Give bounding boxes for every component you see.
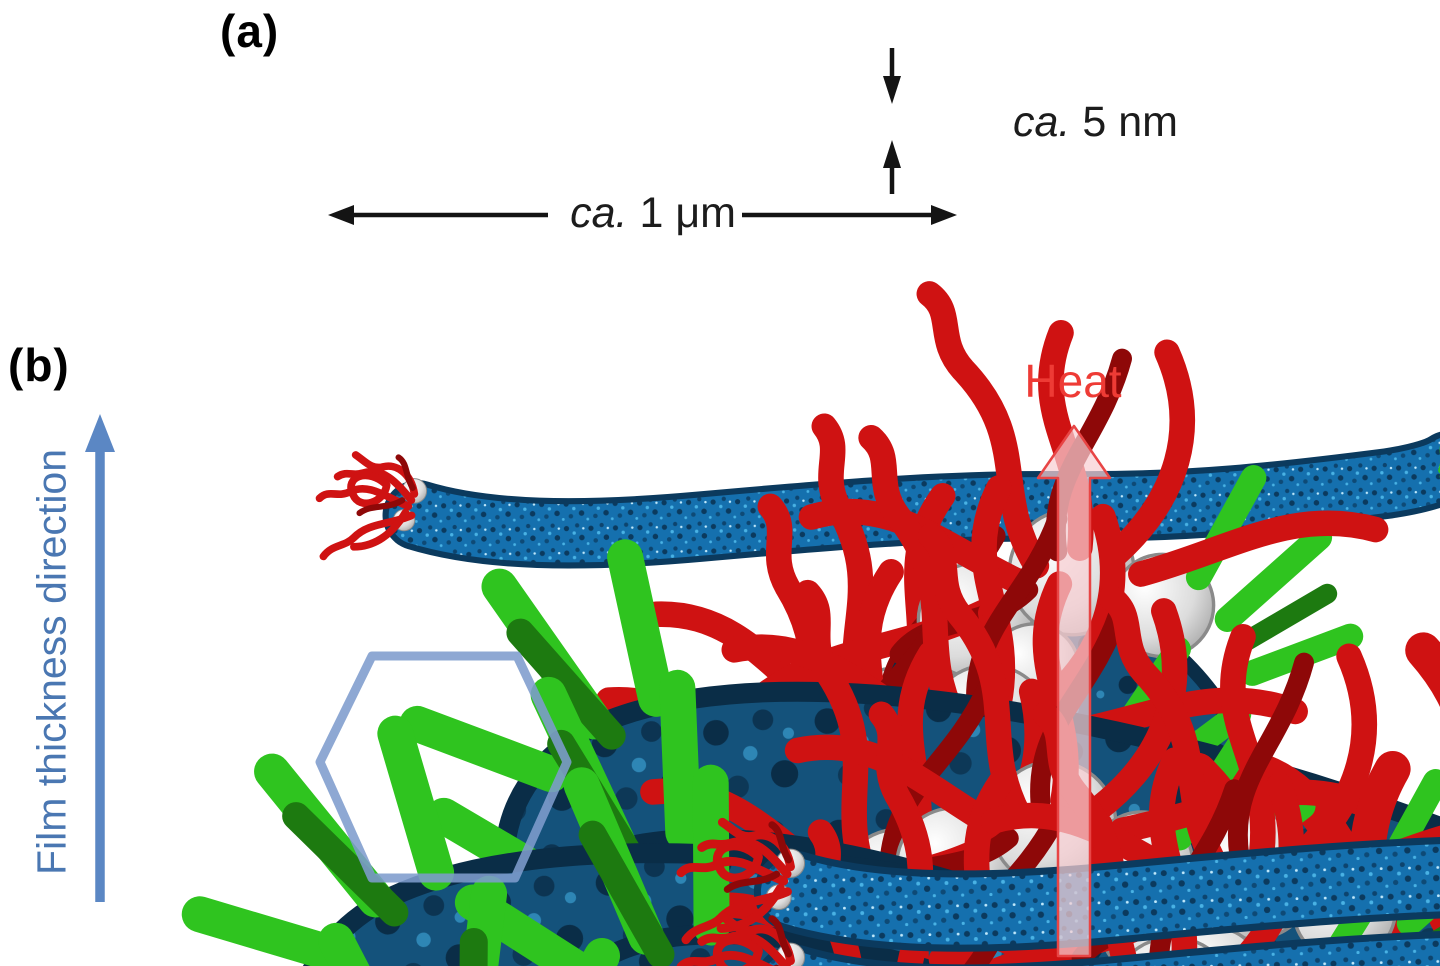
length-label: ca.1 μm bbox=[558, 189, 748, 238]
thickness-label: ca.5 nm bbox=[1013, 98, 1178, 147]
heat-arrow-icon bbox=[1036, 424, 1112, 958]
panel-a-graphics bbox=[319, 48, 1440, 557]
film-thickness-arrow-icon bbox=[85, 414, 115, 902]
thickness-dimension-arrows-icon bbox=[883, 48, 901, 194]
length-dimension-arrow-icon bbox=[328, 205, 957, 225]
panel-a-label: (a) bbox=[220, 5, 280, 57]
hexagon-unit-cell-outline bbox=[315, 651, 572, 883]
thickness-label-value: 5 nm bbox=[1082, 98, 1178, 146]
heat-label: Heat bbox=[1024, 355, 1122, 407]
film-thickness-axis-label: Film thickness direction bbox=[28, 448, 75, 876]
micelle-cluster bbox=[0, 237, 1440, 966]
length-label-ca: ca. bbox=[570, 189, 628, 237]
length-label-value: 1 μm bbox=[639, 189, 736, 237]
thickness-label-ca: ca. bbox=[1013, 98, 1071, 146]
panel-b-label: (b) bbox=[8, 339, 70, 391]
